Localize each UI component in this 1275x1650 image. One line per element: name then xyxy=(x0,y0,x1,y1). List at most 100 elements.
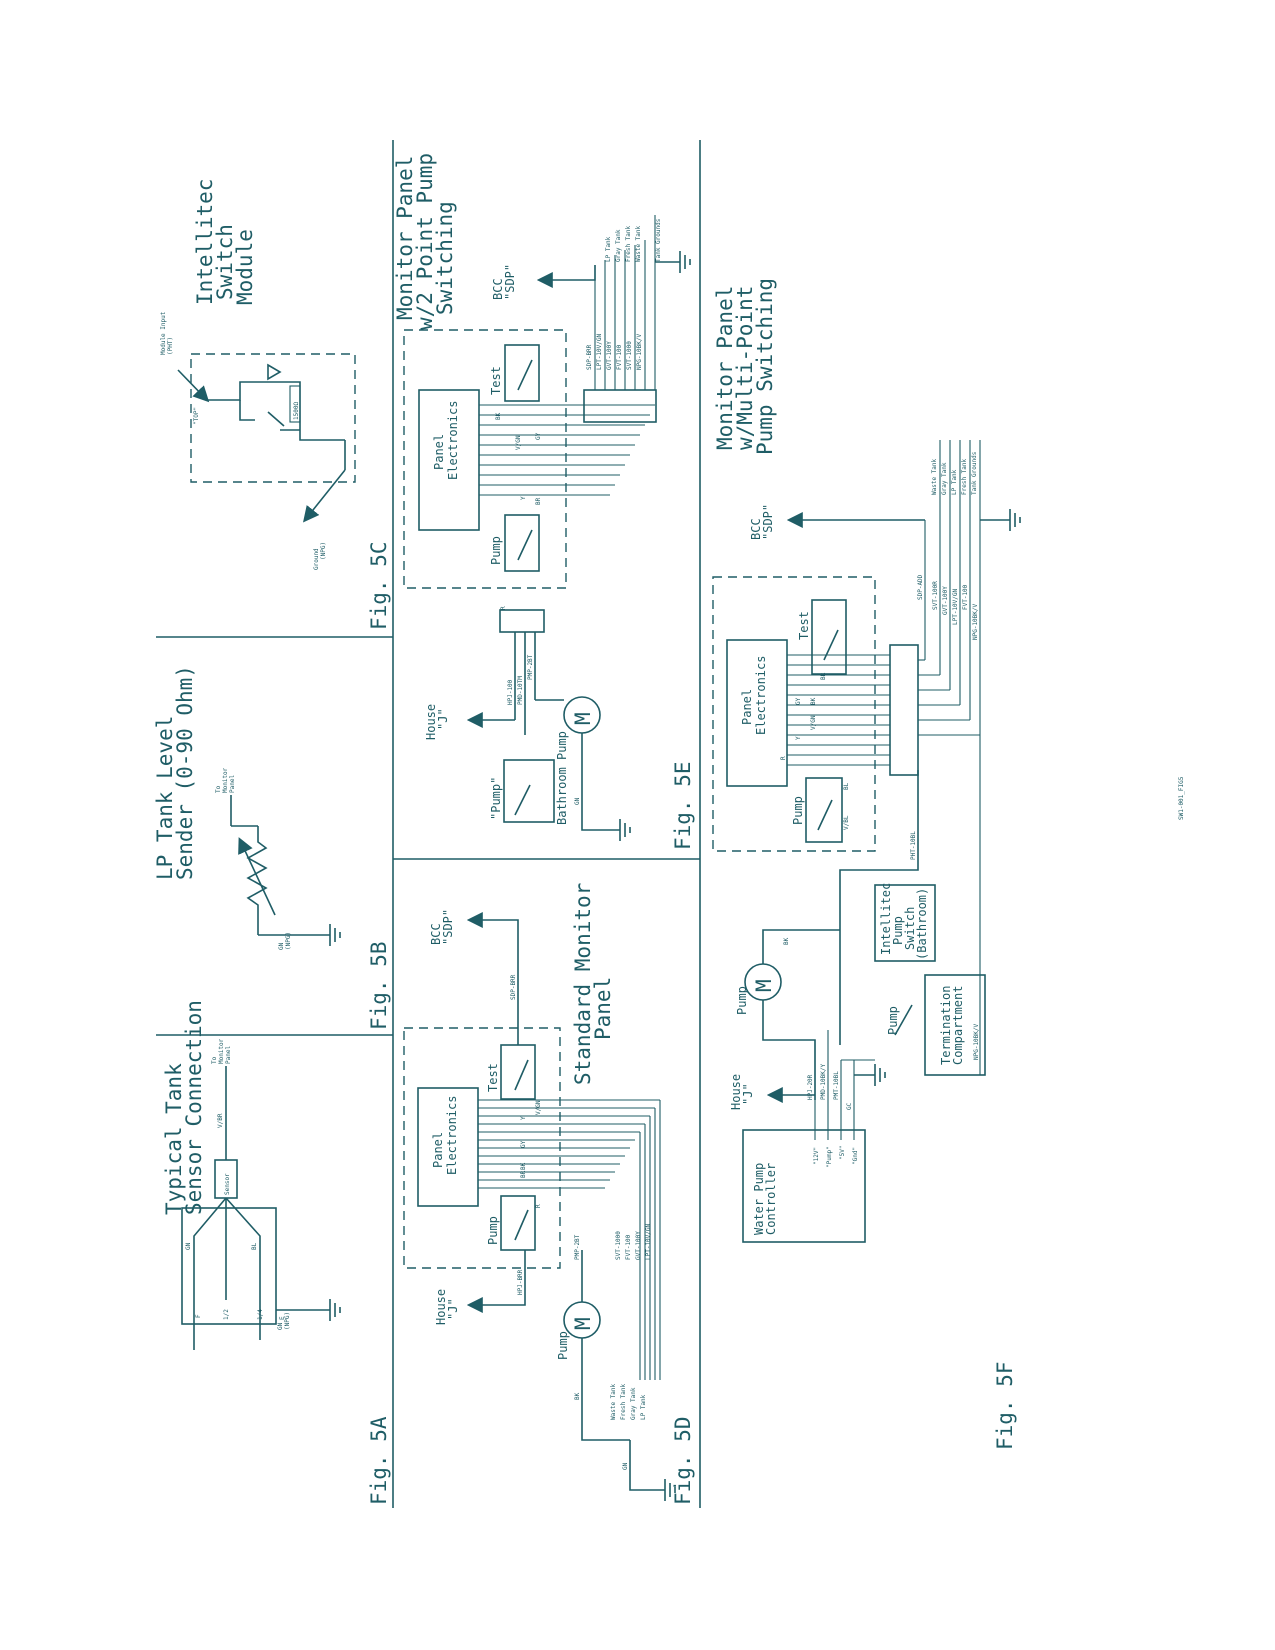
pin-5v: "5V" xyxy=(839,1146,846,1160)
controller-wires xyxy=(814,1030,875,1140)
fig-5b-subtitle: Sender (0-90 Ohm) xyxy=(173,665,197,880)
color-r: R xyxy=(780,756,787,760)
color-gy: GY xyxy=(520,1140,527,1148)
color-vgn: V/GN xyxy=(515,435,522,450)
terminal-block xyxy=(889,644,919,776)
resistor-label: 1500Ω xyxy=(293,402,300,420)
tank-fresh: Fresh Tank xyxy=(620,1383,627,1420)
wire-npg-bottom: NPG-10BK/V xyxy=(973,1023,980,1060)
tank-waste: Waste Tank xyxy=(610,1383,617,1420)
pump-switch-box xyxy=(500,1195,536,1251)
ground-symbol xyxy=(1009,508,1021,532)
wire-hpj: HPJ-100 xyxy=(507,679,514,705)
bathroom-label: Bathroom xyxy=(555,767,569,825)
test-switch-label: Test xyxy=(489,366,503,395)
connector-block xyxy=(499,609,545,633)
to-monitor-label-1: To xyxy=(211,1056,218,1064)
fig-5d-subtitle: Panel xyxy=(591,977,615,1040)
fig-5c-title-3: Module xyxy=(233,229,257,305)
wire-sdp: SDP-ADD xyxy=(917,574,924,600)
color-bk: BK xyxy=(495,412,502,420)
controller-label-2: Controller xyxy=(764,1163,778,1235)
wire-pht: PHT-10BL xyxy=(910,831,917,860)
motor-label: M xyxy=(571,712,595,725)
tank-box xyxy=(181,1207,277,1325)
sensor-label: Sensor xyxy=(224,1173,231,1195)
ground-symbol xyxy=(679,250,691,274)
panel-electronics-box xyxy=(417,1087,479,1207)
probe-f-label: F xyxy=(195,1314,202,1318)
fig-5a-caption: Fig. 5A xyxy=(367,1416,391,1505)
bcc-label: BCC xyxy=(429,923,443,945)
tank-wires xyxy=(918,440,981,1075)
fig-5e-caption: Fig. 5E xyxy=(671,761,695,850)
color-vgn: V/GN xyxy=(535,1100,542,1115)
figure-5e: Fig. 5E Monitor Panel w/2 Point Pump Swi… xyxy=(393,153,695,850)
intellitec-label: Intellitec xyxy=(879,883,893,955)
figure-5d: Fig. 5D Standard Monitor Panel Panel Ele… xyxy=(403,883,695,1505)
tank-grounds: Tank Grounds xyxy=(655,218,662,262)
pump-switch-box xyxy=(805,777,843,843)
color-br: BR xyxy=(520,1170,527,1178)
house-label-2: "J" xyxy=(741,1083,755,1105)
wire-bundle xyxy=(479,404,655,496)
pin-gnd: "Gnd" xyxy=(852,1147,859,1165)
top-label: "TOP" xyxy=(193,407,200,425)
bath-pump-label: "Pump" xyxy=(489,777,503,820)
color-y: Y xyxy=(520,496,527,500)
wire-pmp: PMP-2BT xyxy=(574,1234,581,1260)
fig-5e-title: Monitor Panel xyxy=(393,156,417,320)
fig-5b-caption: Fig. 5B xyxy=(367,941,391,1030)
figure-5b: Fig. 5B LP Tank Level Sender (0-90 Ohm) … xyxy=(153,665,391,1030)
tank-lp: LP Tank xyxy=(951,469,958,495)
ground-label: GN xyxy=(622,1462,629,1470)
wire-hpj: HPJ-BRR xyxy=(517,1269,524,1295)
ground-symbol xyxy=(874,1063,886,1087)
tank-grounds: Tank Grounds xyxy=(971,451,978,495)
gnd-label-1: GN xyxy=(277,1322,284,1330)
to-label-3: Panel xyxy=(229,775,236,793)
wire-svt: SVT-1000 xyxy=(615,1231,622,1260)
ground-symbol xyxy=(329,923,341,947)
wire-npg: NPG-10BK/V xyxy=(636,333,643,370)
controller-label: Water Pump xyxy=(752,1163,766,1235)
test-switch-box xyxy=(811,599,847,675)
module-input-label: Module Input xyxy=(160,311,167,355)
to-label-2: Monitor xyxy=(222,767,229,793)
tank-wires xyxy=(594,215,656,390)
tank-fresh: Fresh Tank xyxy=(961,458,968,495)
color-gy: GY xyxy=(795,697,802,705)
pump-switch-box xyxy=(504,514,540,572)
fig-5e-subtitle-2: Switching xyxy=(433,201,457,315)
termination-compartment-box xyxy=(924,974,986,1076)
wire-bl-label: BL xyxy=(251,1242,258,1250)
panel-electronics-box xyxy=(726,639,788,787)
house-label-2: "J" xyxy=(436,708,450,730)
ground-symbol xyxy=(619,818,631,842)
to-monitor-label-2: Monitor xyxy=(218,1038,225,1064)
wire-sdp: SDP-BRR xyxy=(510,974,517,1000)
pin-pump: "Pump" xyxy=(826,1146,833,1168)
wire-fvt: FVT-100 xyxy=(616,344,623,370)
led-diode xyxy=(267,363,282,381)
wire-bundle xyxy=(478,1099,661,1380)
ground-label-2: (NPG) xyxy=(320,542,327,560)
water-pump-controller-box xyxy=(742,1129,866,1243)
sender-resistor xyxy=(246,826,268,935)
tank-waste: Waste Tank xyxy=(931,458,938,495)
wire-sdp: SDP-BRR xyxy=(586,344,593,370)
fig-5a-subtitle: Sensor Connection xyxy=(182,1000,206,1215)
test-switch-label: Test xyxy=(797,611,811,640)
test-switch-box xyxy=(500,1044,536,1100)
tank-fresh: Fresh Tank xyxy=(625,225,632,262)
color-bk: BK xyxy=(810,697,817,705)
resistor xyxy=(289,385,301,423)
tank-gray: Gray Tank xyxy=(615,229,622,262)
file-label: SW1-001_FIG5 xyxy=(1178,776,1185,820)
ground-symbol xyxy=(329,1298,341,1322)
color-y: Y xyxy=(520,1116,527,1120)
tank-gray: Gray Tank xyxy=(630,1387,637,1420)
color-r: R xyxy=(535,1204,542,1208)
ground-label: GN xyxy=(574,797,581,805)
tank-gray: Gray Tank xyxy=(941,462,948,495)
